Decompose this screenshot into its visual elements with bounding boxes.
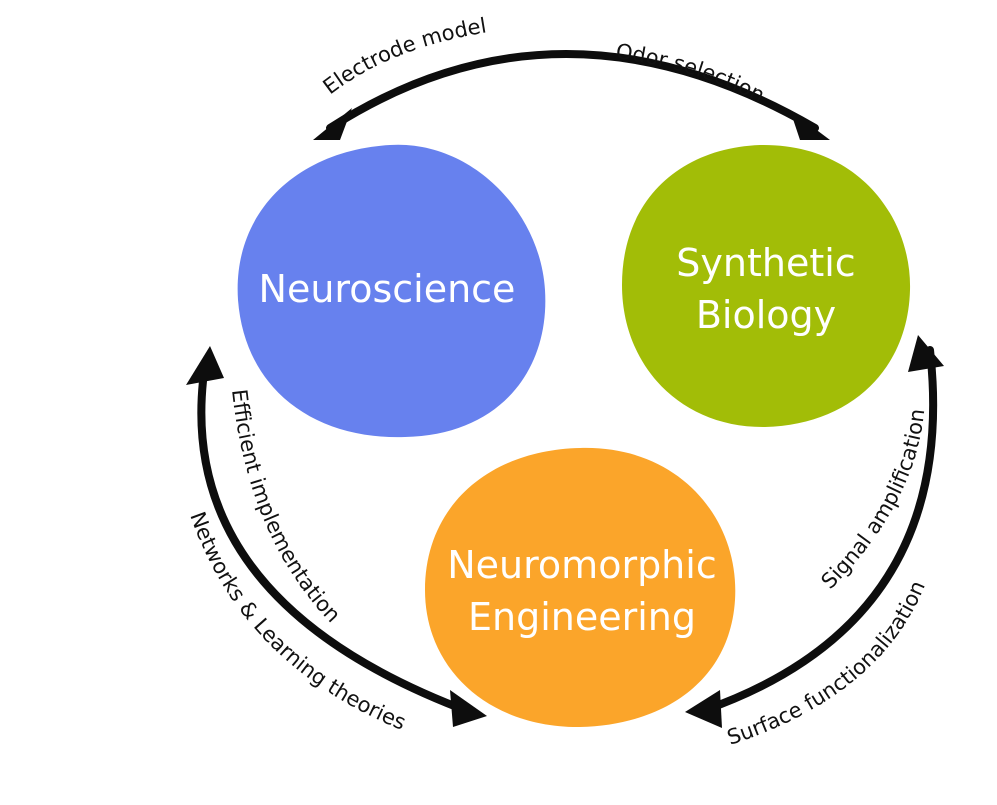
arrow-left-head-top (186, 346, 224, 385)
edge-label-networks-learning: Networks & Learning theories (185, 509, 409, 735)
arrow-left (186, 346, 487, 727)
neuroscience-label: Neuroscience (259, 267, 516, 311)
neuromorphic-blob (425, 447, 736, 728)
synthetic-biology-label-line2: Biology (696, 293, 836, 337)
arrow-top-head-right (790, 110, 830, 140)
neuromorphic-label-line1: Neuromorphic (447, 543, 716, 587)
arrow-right-head-top (908, 335, 944, 372)
arrow-top-head-left (313, 108, 352, 140)
arrow-left-head-bottom (450, 690, 487, 727)
node-neuromorphic-engineering: Neuromorphic Engineering (425, 447, 736, 728)
arrow-right-head-bottom (685, 690, 722, 728)
node-neuroscience: Neuroscience (237, 144, 546, 438)
node-synthetic-biology: Synthetic Biology (622, 144, 911, 428)
edge-label-signal-amplification: Signal amplification (817, 408, 930, 594)
edge-label-odor-selection: Odor selection (614, 39, 768, 107)
arrow-right (685, 335, 944, 728)
arrow-top (313, 50, 830, 140)
neuromorphic-label-line2: Engineering (468, 595, 696, 639)
synthetic-biology-blob (622, 144, 911, 428)
synthetic-biology-label-line1: Synthetic (676, 241, 855, 285)
edge-label-surface-functionalization: Surface functionalization (724, 577, 930, 750)
neuroscience-blob (237, 144, 546, 438)
